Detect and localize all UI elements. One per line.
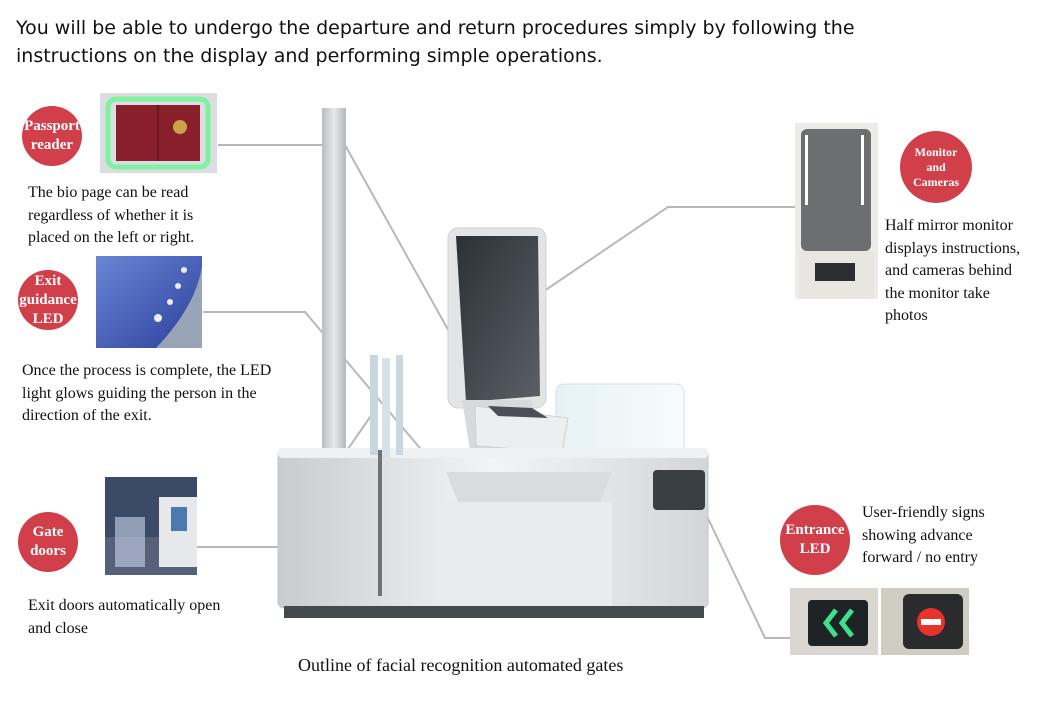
- entrance-led-panel: [653, 470, 705, 510]
- diagram-caption: Outline of facial recognition automated …: [298, 655, 624, 675]
- monitor-cameras-photo: [795, 123, 878, 299]
- passport-reader-badge: Passport reader: [22, 106, 82, 166]
- gate-doors-description: Exit doors automatically open and close: [28, 597, 221, 637]
- monitor-cameras-description: Half mirror monitor displays instruction…: [885, 217, 1021, 324]
- monitor-cameras-badge: Monitor and Cameras: [900, 131, 972, 203]
- exit-guidance-led-badge: Exit guidance LED: [18, 270, 78, 330]
- entrance-led-connector: [704, 511, 790, 639]
- intro-text: You will be able to undergo the departur…: [16, 17, 855, 67]
- entrance-led-no-entry-photo: [881, 588, 969, 655]
- entrance-led-badge: Entrance LED: [780, 505, 850, 575]
- kiosk-screen: [456, 236, 540, 402]
- passport-reader-photo: [100, 93, 217, 173]
- gate-doors-badge: Gate doors: [18, 512, 78, 572]
- entrance-led-description: User-friendly signs showing advance forw…: [862, 504, 985, 566]
- exit-guidance-led-photo: [96, 256, 202, 348]
- gate-machine-illustration: [277, 108, 709, 618]
- gate-door-seam: [378, 450, 382, 596]
- passport-reader-description: The bio page can be read regardless of w…: [28, 184, 195, 246]
- camera-pole: [322, 108, 346, 453]
- exit-guidance-led-description: Once the process is complete, the LED li…: [22, 362, 272, 424]
- entrance-led-advance-photo: [790, 588, 878, 655]
- gate-doors-photo: [105, 477, 197, 575]
- monitor-connector: [521, 206, 795, 307]
